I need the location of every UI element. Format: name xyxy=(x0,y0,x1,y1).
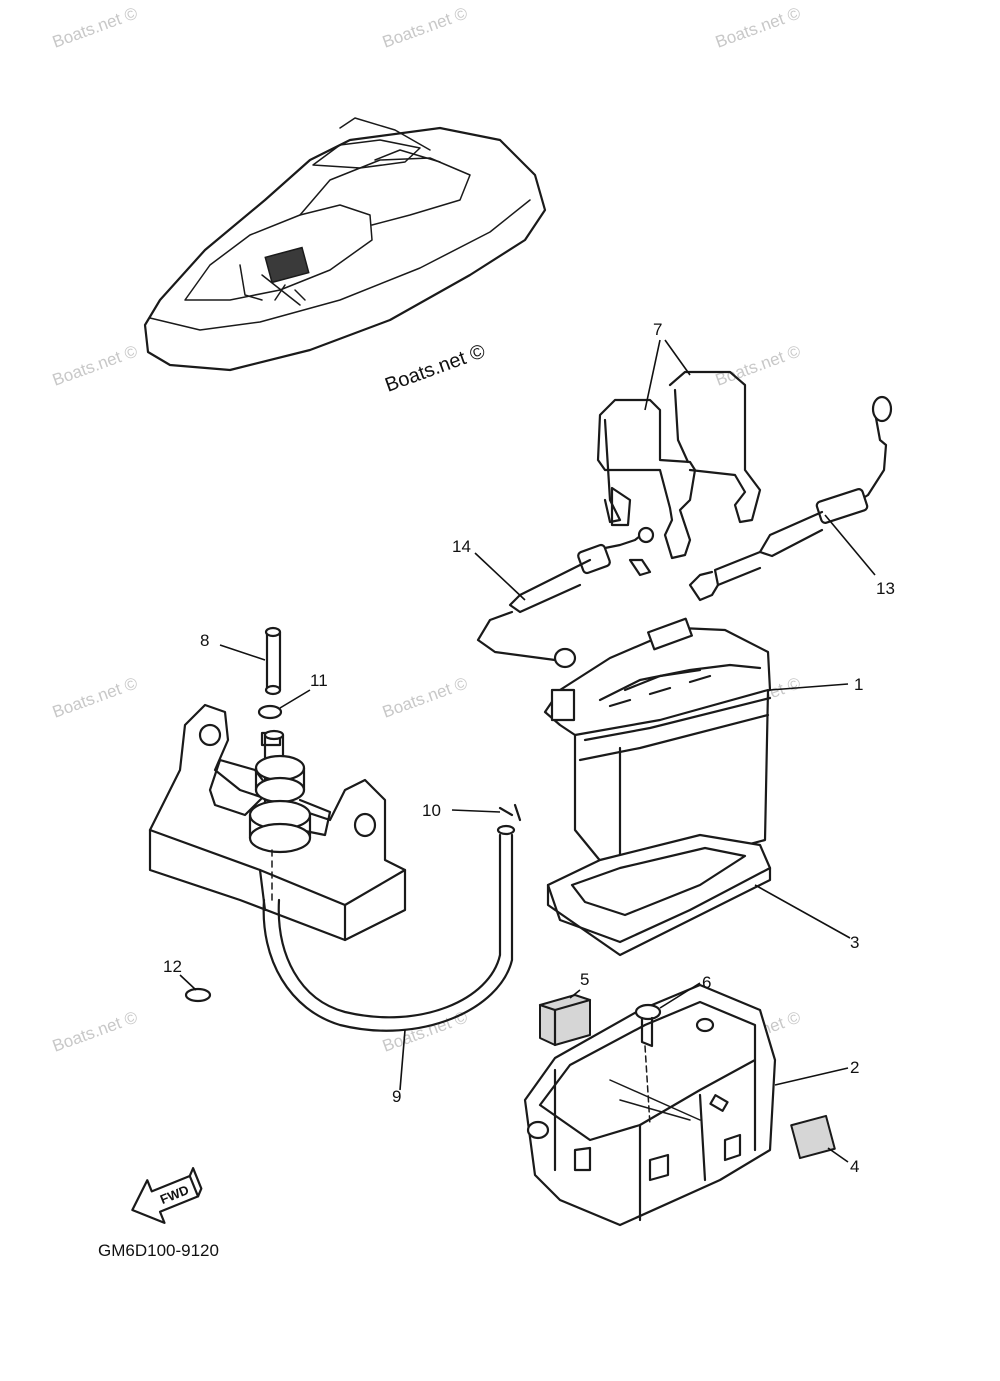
fitting-10 xyxy=(498,803,522,822)
callout-1: 1 xyxy=(854,675,863,694)
watercraft-overview xyxy=(143,117,547,372)
positive-cable xyxy=(476,526,655,669)
watermark-text: Boats.net © xyxy=(50,341,141,389)
callout-3: 3 xyxy=(850,933,859,952)
pad xyxy=(790,1114,836,1160)
callouts: 7 1 3 2 4 5 6 8 9 10 11 12 13 14 xyxy=(163,320,895,1176)
watermark-text: Boats.net © xyxy=(50,673,141,721)
negative-cable xyxy=(688,395,893,602)
diagram-code: GM6D100-9120 xyxy=(98,1241,219,1260)
callout-11: 11 xyxy=(310,671,328,690)
clamp-11 xyxy=(257,704,283,720)
clamp-12 xyxy=(184,987,212,1003)
battery-band xyxy=(596,370,762,560)
watermark-text: Boats.net © xyxy=(50,3,141,51)
fwd-arrow: FWD xyxy=(131,1167,203,1224)
callout-7: 7 xyxy=(653,320,662,339)
watermark-text: Boats.net © xyxy=(380,673,471,721)
watermark-text: Boats.net © xyxy=(50,1007,141,1055)
callout-13: 13 xyxy=(876,579,895,598)
callout-10: 10 xyxy=(422,801,441,820)
callout-6: 6 xyxy=(702,973,711,992)
battery-plate xyxy=(546,833,772,957)
battery-case xyxy=(523,983,777,1227)
watermark-text: Boats.net © xyxy=(380,3,471,51)
callout-8: 8 xyxy=(200,631,209,650)
leader-lines xyxy=(179,339,876,1163)
vent-tube xyxy=(248,729,312,901)
bolt xyxy=(634,1003,662,1126)
watermark-text: Boats.net © xyxy=(713,3,804,51)
callout-5: 5 xyxy=(580,970,589,989)
callout-12: 12 xyxy=(163,957,182,976)
callout-4: 4 xyxy=(850,1157,859,1176)
callout-14: 14 xyxy=(452,537,471,556)
breather-hose xyxy=(262,824,516,1032)
callout-9: 9 xyxy=(392,1087,401,1106)
watermark-text: Boats.net © xyxy=(713,341,804,389)
main-watermark: Boats.net © xyxy=(382,340,488,397)
damper xyxy=(538,994,592,1047)
callout-2: 2 xyxy=(850,1058,859,1077)
breather-pipe xyxy=(264,626,282,696)
